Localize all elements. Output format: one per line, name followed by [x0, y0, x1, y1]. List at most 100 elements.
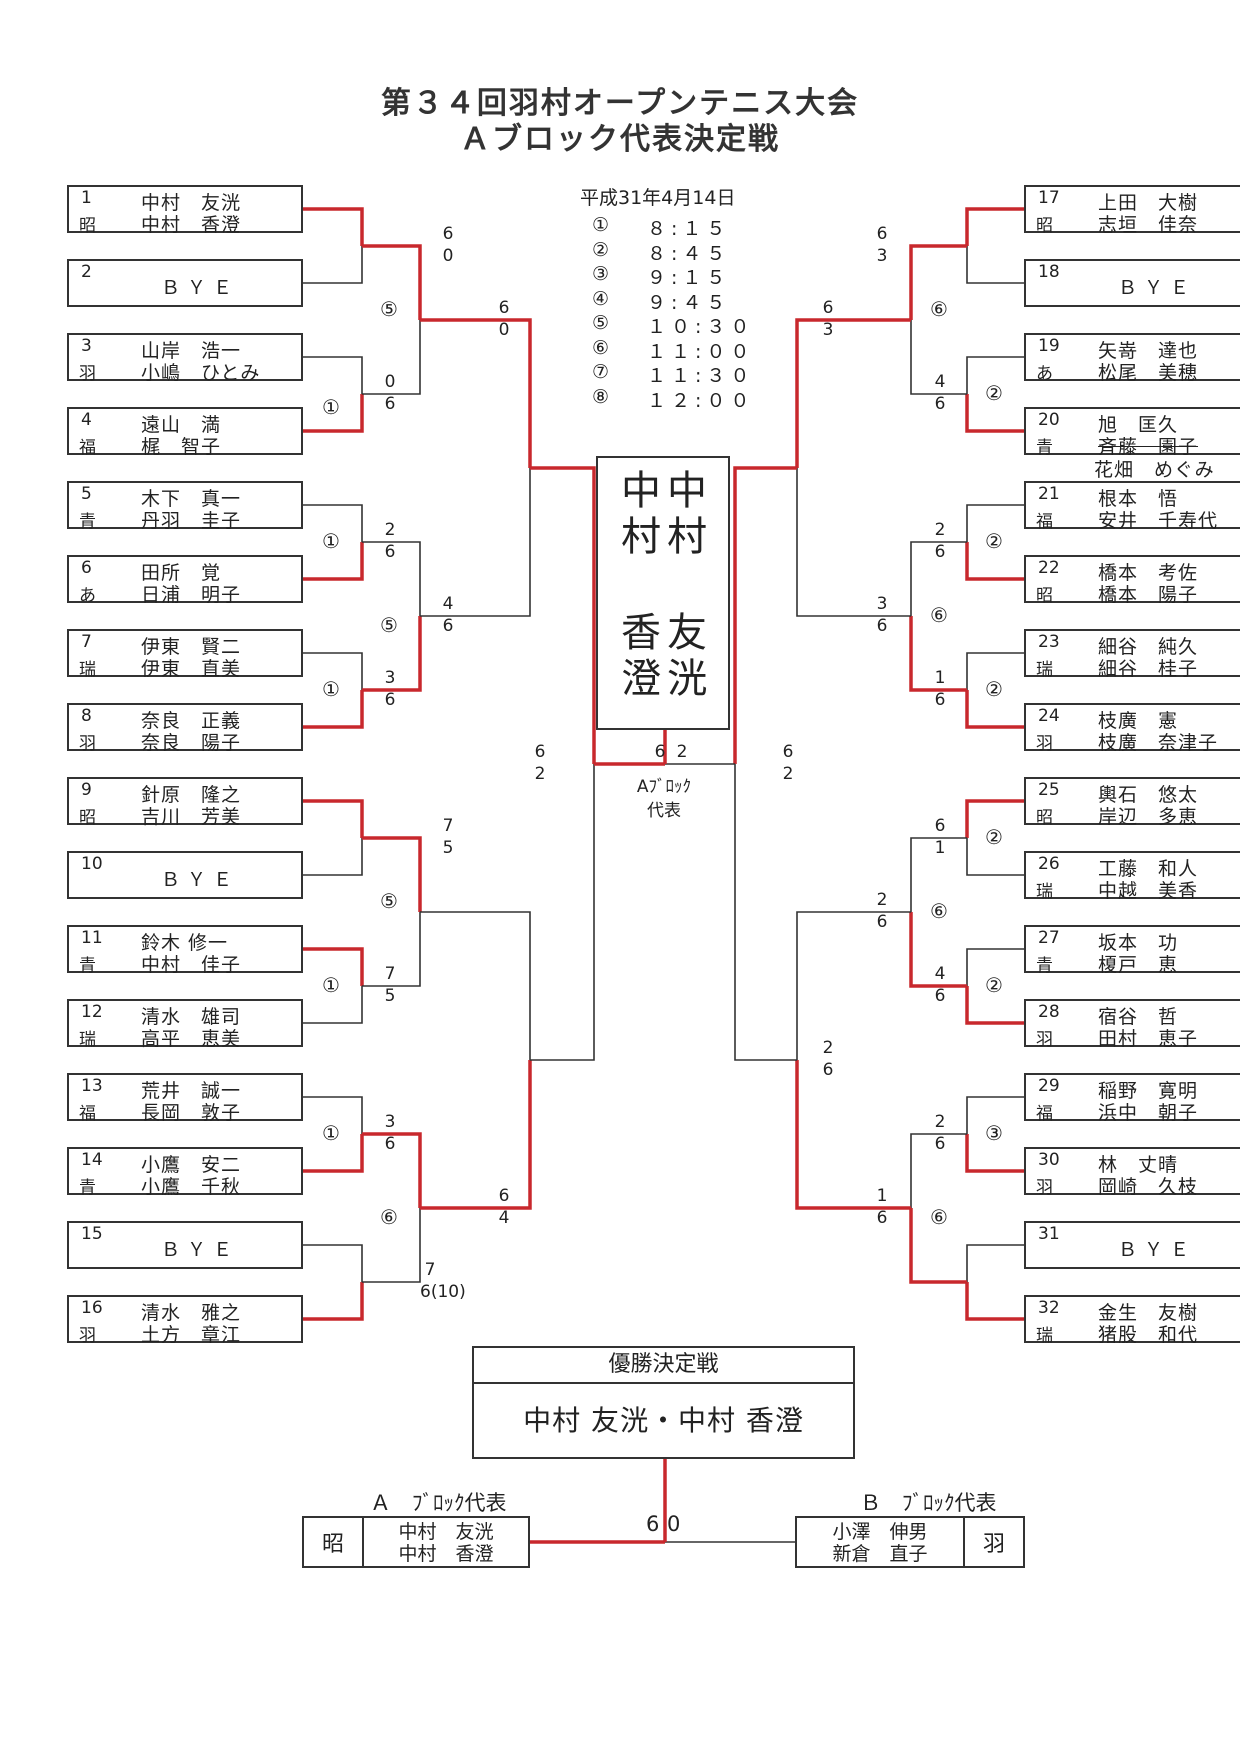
entry-player-1: 奈良 正義 — [141, 710, 242, 732]
entry-club: 瑞 — [79, 1030, 96, 1050]
round-number: ⑥ — [592, 336, 610, 359]
bracket-line — [362, 320, 421, 395]
entry-player-2: 丹羽 圭子 — [141, 510, 242, 532]
bracket-line — [796, 468, 911, 617]
winner-char: 洸 — [667, 656, 707, 702]
round-mark: ① — [322, 1121, 340, 1145]
entry-player-2: 日浦 明子 — [141, 584, 242, 606]
round-number: ① — [592, 214, 610, 236]
round-mark: ① — [322, 677, 340, 701]
score: 6 — [384, 542, 396, 562]
bracket-line — [303, 838, 363, 876]
b-block-rep: 小澤 伸男新倉 直子 羽 — [795, 1516, 1025, 1568]
winner-col-2: 中村友洸 — [664, 468, 710, 702]
bracket-line — [965, 542, 1024, 581]
entry-seed: 23 — [1038, 632, 1060, 652]
entry-seed: 18 — [1038, 262, 1060, 282]
entry-player-2: 中村 佳子 — [141, 954, 242, 976]
bracket-line — [530, 764, 595, 1061]
entry-player-2: 橋本 陽子 — [1098, 584, 1199, 606]
entry-seed: 32 — [1038, 1298, 1060, 1318]
score: 3 — [876, 594, 888, 614]
round-mark: ⑥ — [380, 1205, 398, 1229]
bracket-line — [966, 838, 1024, 876]
score: 3 — [876, 246, 888, 266]
score: 2 — [934, 520, 946, 540]
bye-label: ＢＹＥ — [1117, 1239, 1196, 1261]
score: 6 — [384, 690, 396, 710]
entry-seed: 12 — [81, 1002, 103, 1022]
entry-player-1: 矢嵜 達也 — [1098, 340, 1199, 362]
entry-player-2: 奈良 陽子 — [141, 732, 242, 754]
entry-club: 瑞 — [79, 660, 96, 680]
score: 3 — [384, 1112, 396, 1132]
bracket-line — [303, 799, 364, 838]
entry-club: 昭 — [1036, 216, 1053, 236]
entry-player-2: 志垣 佳奈 — [1098, 214, 1199, 236]
bracket-line — [910, 541, 967, 616]
bracket-line — [303, 1134, 364, 1173]
entry-seed: 20 — [1038, 410, 1060, 430]
entry-player-1: 荒井 誠一 — [141, 1080, 242, 1102]
entry-club: 瑞 — [1036, 882, 1053, 902]
bracket-line — [303, 986, 363, 1024]
bracket-line — [965, 394, 1024, 433]
round-mark: ⑤ — [380, 613, 398, 637]
score: 7 — [384, 964, 396, 984]
entry-player-1: 清水 雅之 — [141, 1302, 242, 1324]
entry-player-1: 山岸 浩一 — [141, 340, 242, 362]
entry-seed: 19 — [1038, 336, 1060, 356]
a-rep-club: 昭 — [304, 1518, 364, 1566]
bracket-line — [362, 1132, 422, 1208]
round-time: １１:００ — [647, 340, 755, 363]
round-mark: ① — [322, 973, 340, 997]
block-winner-box: 中村香澄 中村友洸 — [596, 456, 730, 730]
round-mark: ⑤ — [380, 889, 398, 913]
entry-player-1: 田所 覚 — [141, 562, 222, 584]
entry-seed: 13 — [81, 1076, 103, 1096]
bracket-line — [303, 504, 363, 542]
score: 6 — [934, 986, 946, 1006]
bracket-line — [965, 986, 1024, 1025]
entry-seed: 11 — [81, 928, 103, 948]
bracket-line — [303, 652, 363, 690]
entry-club: 昭 — [79, 216, 96, 236]
final-block-score: 2 — [676, 742, 688, 762]
entry-seed: 8 — [81, 706, 92, 726]
bracket-line — [734, 764, 797, 1061]
bracket-line — [795, 318, 911, 468]
winner-col-1: 中村香澄 — [618, 468, 664, 702]
bracket-line — [362, 244, 422, 320]
entry-club: 羽 — [79, 1326, 96, 1346]
entry-player-2: 吉川 芳美 — [141, 806, 242, 828]
entry-seed: 9 — [81, 780, 92, 800]
round-time: １１:３０ — [647, 365, 755, 387]
entry-seed: 7 — [81, 632, 92, 652]
entry-player-1: 林 丈晴 — [1098, 1154, 1179, 1176]
score: 6 — [876, 912, 888, 932]
round-time: １２:００ — [647, 389, 755, 412]
score: 6 — [534, 742, 546, 762]
score: 4 — [934, 372, 946, 392]
entry-player-2: 土方 章江 — [141, 1324, 242, 1346]
bracket-line — [966, 652, 1024, 690]
bracket-line — [965, 799, 1024, 838]
entry-club: 青 — [1036, 438, 1053, 458]
b-rep-names: 小澤 伸男新倉 直子 — [797, 1518, 963, 1566]
entry-club: 羽 — [1036, 1030, 1053, 1050]
entry-club: 青 — [1036, 956, 1053, 976]
